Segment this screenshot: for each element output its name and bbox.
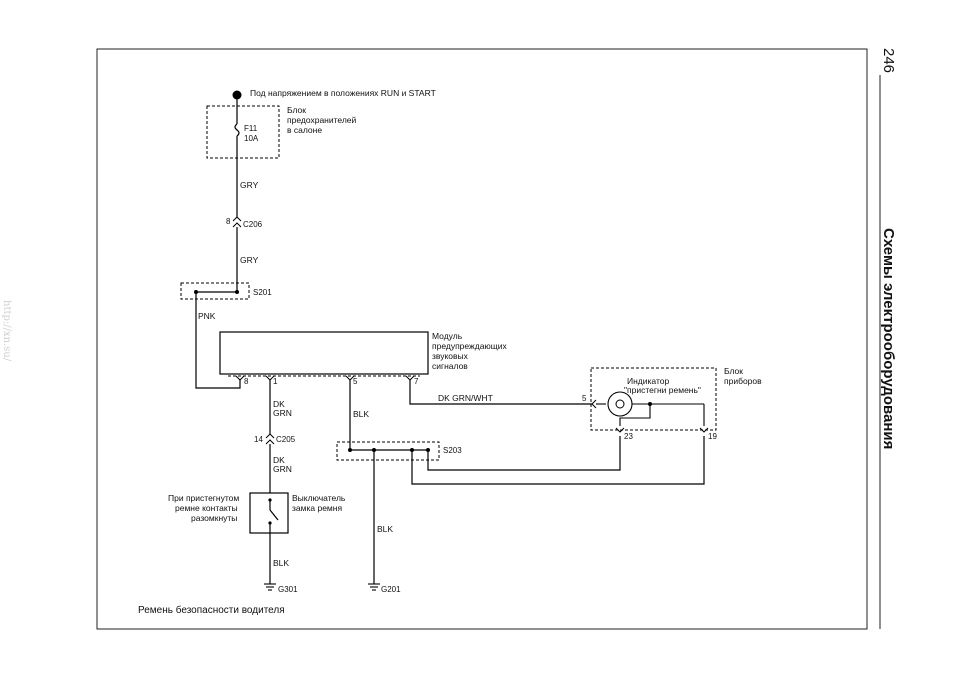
power-source-dot (232, 90, 242, 100)
wire-label-dkgrnwht: DK GRN/WHT (438, 393, 493, 403)
power-label: Под напряжением в положениях RUN и START (250, 88, 436, 98)
module-label-4: сигналов (432, 361, 468, 371)
splice-s203-label: S203 (443, 446, 462, 455)
wire-label-gry-top: GRY (240, 180, 259, 190)
wire-pnk (195, 292, 241, 389)
module-label-3: звуковых (432, 351, 469, 361)
seatbelt-indicator-filament (615, 399, 625, 409)
module-pin5: 5 (353, 377, 358, 386)
indicator-label-1: Индикатор (627, 376, 669, 386)
belt-switch-blade (269, 509, 279, 521)
module-label-2: предупреждающих (432, 341, 508, 351)
connector-c205-icon (265, 433, 275, 445)
belt-switch-box (249, 492, 289, 534)
fuse-rating: 10A (244, 134, 259, 143)
cluster-pin5-icon (591, 399, 597, 409)
c205-label: C205 (276, 435, 296, 444)
fuse-block-label-3: в салоне (287, 125, 322, 135)
splice-s201-label: S201 (253, 288, 272, 297)
switch-note-1: При пристегнутом (168, 493, 239, 503)
splice-s203-box (336, 441, 440, 461)
wire-label-blk-module: BLK (353, 409, 369, 419)
watermark: http://xn.su/ (1, 300, 12, 362)
ground-g301-icon (264, 583, 276, 591)
cluster-pin19: 19 (708, 432, 717, 441)
cluster-label-1: Блок (724, 366, 743, 376)
page-number: 246 (880, 48, 897, 73)
chime-module-box (219, 331, 429, 375)
ground-g201-label: G201 (381, 585, 401, 594)
section-title: Схемы электрооборудования (880, 228, 897, 449)
wire-dkgrnwht (409, 380, 592, 405)
cluster-pin23: 23 (624, 432, 633, 441)
wire-s203-pin23 (427, 436, 621, 471)
seatbelt-indicator-lamp-icon (607, 391, 633, 417)
splice-s203-dot-1 (348, 448, 352, 452)
wire-label-dkgrn-2b: GRN (273, 464, 292, 474)
splice-s201-dot-r (235, 290, 239, 294)
fuse-icon (234, 123, 240, 137)
switch-name-2: замка ремня (292, 503, 342, 513)
c206-pin: 8 (226, 217, 231, 226)
wire-s203-pin19 (411, 436, 705, 485)
fuse-block-box (206, 105, 280, 159)
switch-name-1: Выключатель (292, 493, 346, 503)
cluster-pin5: 5 (582, 394, 587, 403)
wire-label-dkgrn-1a: DK (273, 399, 285, 409)
module-pin7-icon (405, 375, 415, 381)
cluster-label-2: приборов (724, 376, 762, 386)
fuse-block-label-1: Блок (287, 105, 306, 115)
module-label-1: Модуль (432, 331, 463, 341)
c205-pin: 14 (254, 435, 263, 444)
module-pin1: 1 (273, 377, 278, 386)
switch-note-2: ремне контакты (175, 503, 238, 513)
wire-label-dkgrn-1b: GRN (273, 408, 292, 418)
switch-note-3: разомкнуты (191, 513, 237, 523)
cluster-pin19-icon (699, 427, 709, 433)
cluster-inner-wire-c (619, 404, 651, 426)
wire-label-gry-mid: GRY (240, 255, 259, 265)
indicator-label-2: "пристегни ремень" (624, 385, 701, 395)
page-frame (96, 48, 868, 630)
diagram-caption: Ремень безопасности водителя (138, 604, 285, 616)
ground-g301-label: G301 (278, 585, 298, 594)
module-pin8-icon (235, 375, 245, 381)
module-pin8: 8 (244, 377, 249, 386)
wire-label-blk-g301: BLK (273, 558, 289, 568)
splice-s201-box (180, 282, 250, 300)
c206-label: C206 (243, 220, 263, 229)
fuse-block-label-2: предохранителей (287, 115, 357, 125)
wire-label-pnk: PNK (198, 311, 216, 321)
cluster-pin23-icon (615, 427, 625, 433)
cluster-box (590, 367, 717, 431)
connector-c206-icon (232, 216, 242, 228)
wire-label-dkgrn-2a: DK (273, 455, 285, 465)
module-pin7: 7 (414, 377, 419, 386)
fuse-id: F11 (244, 124, 258, 133)
belt-switch-contact-top (268, 498, 272, 502)
ground-g201-icon (368, 583, 380, 591)
wire-label-blk-g201: BLK (377, 524, 393, 534)
